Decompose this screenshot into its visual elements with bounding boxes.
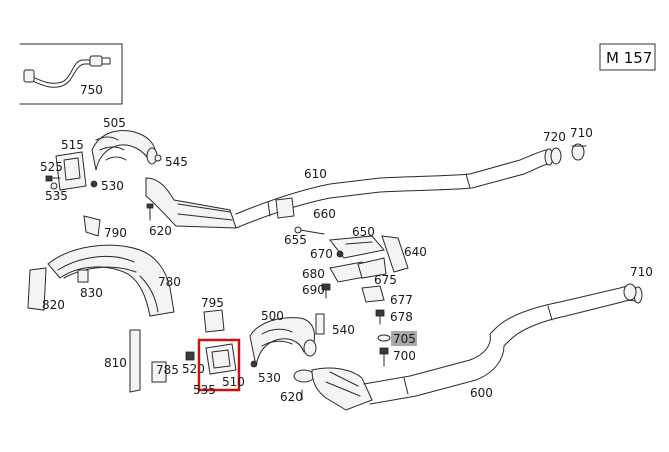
part-710-clamp[interactable] bbox=[571, 143, 587, 161]
part-670-nut[interactable] bbox=[336, 250, 344, 258]
label-620b[interactable]: 620 bbox=[280, 390, 303, 404]
label-705[interactable]: 705 bbox=[393, 332, 416, 346]
part-530-nut-lower[interactable] bbox=[250, 360, 258, 368]
label-535b[interactable]: 535 bbox=[193, 383, 216, 397]
part-525-bolt[interactable] bbox=[45, 175, 61, 182]
part-535-nut[interactable] bbox=[50, 182, 58, 190]
label-500[interactable]: 500 bbox=[261, 309, 284, 323]
label-610[interactable]: 610 bbox=[304, 167, 327, 181]
label-535[interactable]: 535 bbox=[45, 189, 68, 203]
label-830[interactable]: 830 bbox=[80, 286, 103, 300]
label-677[interactable]: 677 bbox=[390, 293, 413, 307]
part-700-bolt[interactable] bbox=[379, 347, 389, 367]
model-code: M 157 bbox=[606, 49, 652, 67]
label-545[interactable]: 545 bbox=[165, 155, 188, 169]
label-790[interactable]: 790 bbox=[104, 226, 127, 240]
label-520[interactable]: 520 bbox=[182, 362, 205, 376]
part-830-bushing[interactable] bbox=[77, 269, 89, 283]
label-690[interactable]: 690 bbox=[302, 283, 325, 297]
part-690-bolt[interactable] bbox=[321, 283, 331, 299]
part-610-exhaust-pipe[interactable] bbox=[145, 148, 554, 229]
part-790-clip[interactable] bbox=[83, 215, 101, 237]
highlight-705-background bbox=[391, 331, 417, 346]
label-655[interactable]: 655 bbox=[284, 233, 307, 247]
part-677-bracket[interactable] bbox=[361, 285, 385, 303]
selection-box-510[interactable] bbox=[197, 338, 241, 392]
label-515[interactable]: 515 bbox=[61, 138, 84, 152]
label-530b[interactable]: 530 bbox=[258, 371, 281, 385]
part-705-washer[interactable] bbox=[377, 334, 391, 342]
part-795-rubber-hanger[interactable] bbox=[203, 309, 225, 333]
label-780[interactable]: 780 bbox=[158, 275, 181, 289]
label-710b[interactable]: 710 bbox=[630, 265, 653, 279]
label-678[interactable]: 678 bbox=[390, 310, 413, 324]
part-720-clamp[interactable] bbox=[550, 147, 562, 165]
part-600-exhaust-pipe[interactable] bbox=[293, 286, 643, 411]
label-710a[interactable]: 710 bbox=[570, 126, 593, 140]
label-675[interactable]: 675 bbox=[374, 273, 397, 287]
part-510-gasket[interactable] bbox=[205, 343, 237, 375]
label-640[interactable]: 640 bbox=[404, 245, 427, 259]
label-510[interactable]: 510 bbox=[222, 375, 245, 389]
label-750[interactable]: 750 bbox=[80, 83, 103, 97]
part-820-bracket[interactable] bbox=[27, 267, 47, 311]
part-675-nut[interactable] bbox=[357, 257, 387, 279]
label-660[interactable]: 660 bbox=[313, 207, 336, 221]
part-710-clamp-lower[interactable] bbox=[623, 283, 637, 301]
part-520-bolt[interactable] bbox=[185, 351, 195, 361]
part-515-flange-bracket[interactable] bbox=[55, 151, 87, 191]
label-525[interactable]: 525 bbox=[40, 160, 63, 174]
label-650[interactable]: 650 bbox=[352, 225, 375, 239]
part-500-pipe[interactable] bbox=[249, 317, 317, 367]
label-820[interactable]: 820 bbox=[42, 298, 65, 312]
part-640-bracket[interactable] bbox=[381, 235, 409, 273]
model-code-box: M 157 bbox=[599, 43, 656, 71]
label-810[interactable]: 810 bbox=[104, 356, 127, 370]
part-505-pipe[interactable] bbox=[91, 130, 158, 171]
part-545-clip[interactable] bbox=[154, 154, 162, 162]
part-785-mount[interactable] bbox=[151, 361, 167, 383]
label-620a[interactable]: 620 bbox=[149, 224, 172, 238]
inset-oxygen-sensor[interactable] bbox=[19, 43, 123, 105]
label-795[interactable]: 795 bbox=[201, 296, 224, 310]
label-680[interactable]: 680 bbox=[302, 267, 325, 281]
part-620-stud[interactable] bbox=[146, 203, 154, 221]
label-720[interactable]: 720 bbox=[543, 130, 566, 144]
label-540[interactable]: 540 bbox=[332, 323, 355, 337]
part-655-bolt[interactable] bbox=[294, 226, 325, 235]
part-660-hanger[interactable] bbox=[275, 197, 295, 219]
part-810-bracket[interactable] bbox=[129, 329, 141, 393]
label-785[interactable]: 785 bbox=[156, 363, 179, 377]
label-670[interactable]: 670 bbox=[310, 247, 333, 261]
label-600[interactable]: 600 bbox=[470, 386, 493, 400]
label-700[interactable]: 700 bbox=[393, 349, 416, 363]
part-530-nut[interactable] bbox=[90, 180, 98, 188]
label-530[interactable]: 530 bbox=[101, 179, 124, 193]
part-540-hanger[interactable] bbox=[315, 313, 325, 335]
label-505[interactable]: 505 bbox=[103, 116, 126, 130]
part-678-bolt[interactable] bbox=[375, 309, 385, 325]
part-780-heat-shield[interactable] bbox=[47, 244, 175, 317]
